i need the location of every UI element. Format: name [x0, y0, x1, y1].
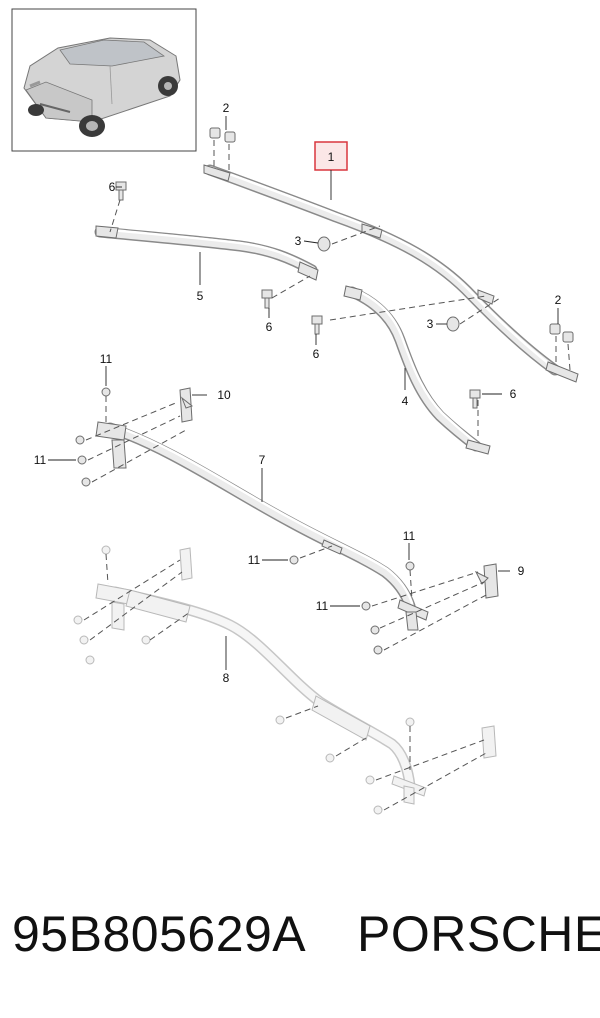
brand-name: PORSCHE [357, 906, 600, 962]
callout-6-c[interactable]: 6 [313, 347, 320, 361]
clip-3-lower [446, 316, 460, 332]
callout-1[interactable]: 1 [328, 150, 335, 164]
callout-11-d[interactable]: 11 [403, 529, 416, 543]
suv-car-icon [23, 37, 181, 137]
bolt-6-d [469, 389, 481, 409]
bracket-faint-lower [481, 725, 497, 759]
part-5-front-rail [94, 225, 319, 281]
bracket-faint-upper [179, 547, 193, 581]
bracket-10 [179, 387, 194, 423]
bracket-9 [474, 563, 499, 599]
callout-6-b[interactable]: 6 [266, 320, 273, 334]
callout-10[interactable]: 10 [217, 388, 231, 402]
callout-5[interactable]: 5 [197, 289, 204, 303]
clip-3-upper [317, 236, 331, 252]
callout-1-highlight-box [314, 141, 348, 171]
part-1-roof-rail [203, 164, 579, 383]
leader-lines [48, 116, 559, 670]
callout-6-a[interactable]: 6 [109, 180, 116, 194]
callout-2-left[interactable]: 2 [223, 101, 230, 115]
bolt-6-a [115, 181, 127, 201]
part-4-pillar-rail [343, 285, 491, 455]
callout-11-b[interactable]: 11 [34, 453, 47, 467]
exploded-parts-diagram: 1 2 2 3 3 4 5 6 6 6 6 7 8 9 10 11 11 11 … [11, 8, 579, 815]
screws-11 [75, 387, 415, 655]
bolt-6-b [261, 289, 273, 309]
callout-2-right[interactable]: 2 [555, 293, 562, 307]
screws-faint [73, 545, 415, 815]
assembly-dash-lines [83, 140, 571, 811]
callout-9[interactable]: 9 [518, 564, 525, 578]
part-7-rear-rail [95, 421, 429, 631]
vehicle-thumbnail [11, 8, 197, 152]
callout-11-a[interactable]: 11 [100, 352, 113, 366]
callout-7[interactable]: 7 [259, 453, 266, 467]
bolt-6-c [311, 315, 323, 335]
nut-2-left [209, 127, 236, 143]
callout-6-d[interactable]: 6 [510, 387, 517, 401]
footer: 95B805629A PORSCHE [0, 905, 600, 985]
callout-3-upper[interactable]: 3 [295, 234, 302, 248]
callout-4[interactable]: 4 [402, 394, 409, 408]
callout-11-e[interactable]: 11 [316, 599, 329, 613]
part-8-lower-rail [95, 583, 427, 805]
part-number: 95B805629A [12, 906, 307, 962]
nut-2-right [549, 323, 574, 343]
callout-11-c[interactable]: 11 [248, 553, 261, 567]
callout-8[interactable]: 8 [223, 671, 230, 685]
callout-3-lower[interactable]: 3 [427, 317, 434, 331]
